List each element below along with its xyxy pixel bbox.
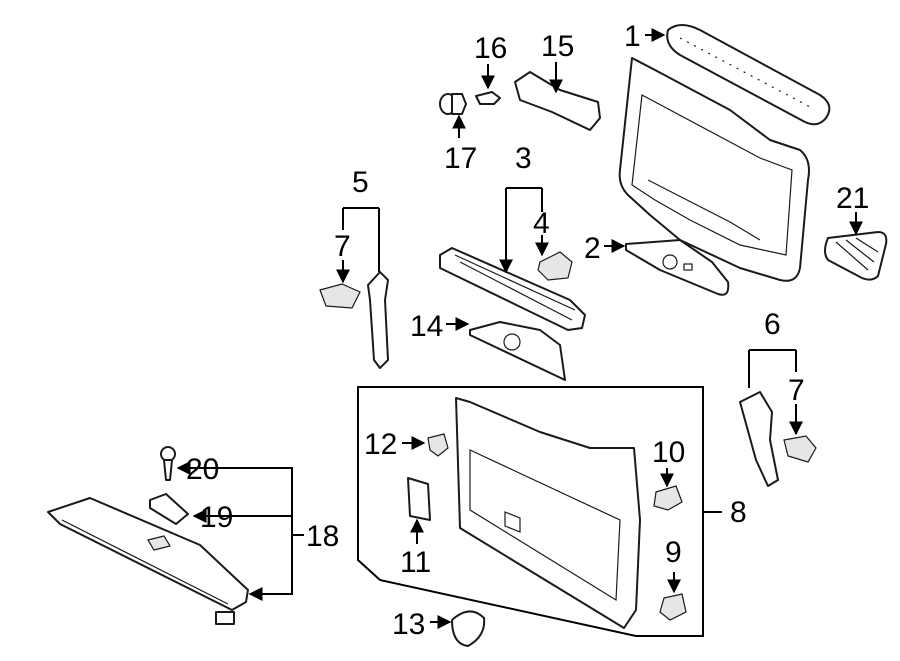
clip-part-9[interactable] <box>659 593 687 621</box>
liftgate-trim-panel-part[interactable] <box>455 397 641 629</box>
clip-part-7-left[interactable] <box>319 283 361 309</box>
clip-part-12[interactable] <box>427 433 449 457</box>
callout-6: 6 <box>764 308 781 341</box>
panel-group-outline <box>357 386 704 637</box>
bolt-part[interactable] <box>475 91 501 105</box>
bracket-part[interactable] <box>514 71 601 131</box>
weatherstrip-part[interactable] <box>666 24 831 126</box>
callout-17: 17 <box>444 142 477 175</box>
callout-18: 18 <box>306 520 339 553</box>
callout-4: 4 <box>533 207 550 240</box>
clip-part-10[interactable] <box>653 485 683 511</box>
clip-part-7-right[interactable] <box>783 435 817 463</box>
plate-part-11[interactable] <box>407 477 431 521</box>
callout-20: 20 <box>186 453 219 486</box>
callout-10: 10 <box>652 436 685 469</box>
callout-14: 14 <box>410 310 443 343</box>
callout-7b: 7 <box>788 374 805 407</box>
callout-16: 16 <box>474 32 507 65</box>
pillar-trim-left-part[interactable] <box>367 271 389 369</box>
callout-21: 21 <box>836 182 869 215</box>
leader-lines <box>176 28 863 629</box>
pillar-trim-right-part[interactable] <box>739 391 779 487</box>
callout-11: 11 <box>400 546 431 579</box>
handle-trim-part[interactable] <box>625 239 730 296</box>
callout-19: 19 <box>200 501 233 534</box>
callout-13: 13 <box>392 608 425 641</box>
fastener-part[interactable] <box>439 93 467 115</box>
callout-8: 8 <box>730 496 747 529</box>
callout-1: 1 <box>624 20 641 53</box>
callout-15: 15 <box>541 30 574 63</box>
callout-9: 9 <box>665 536 682 569</box>
lower-trim-part[interactable] <box>469 321 566 381</box>
callout-5: 5 <box>352 166 369 199</box>
screw-part-20[interactable] <box>160 446 176 481</box>
handle-part-19[interactable] <box>149 493 189 525</box>
callout-2: 2 <box>584 232 601 265</box>
upper-trim-panel-part[interactable] <box>439 247 586 331</box>
clip-part-4[interactable] <box>537 251 573 281</box>
cover-part-13[interactable] <box>451 610 486 647</box>
cargo-cover-part[interactable] <box>47 497 249 625</box>
liftgate-frame-part[interactable] <box>618 57 810 282</box>
vent-grille-part[interactable] <box>824 231 888 281</box>
callout-3: 3 <box>515 142 532 175</box>
callout-7a: 7 <box>334 230 351 263</box>
callout-12: 12 <box>364 428 397 461</box>
